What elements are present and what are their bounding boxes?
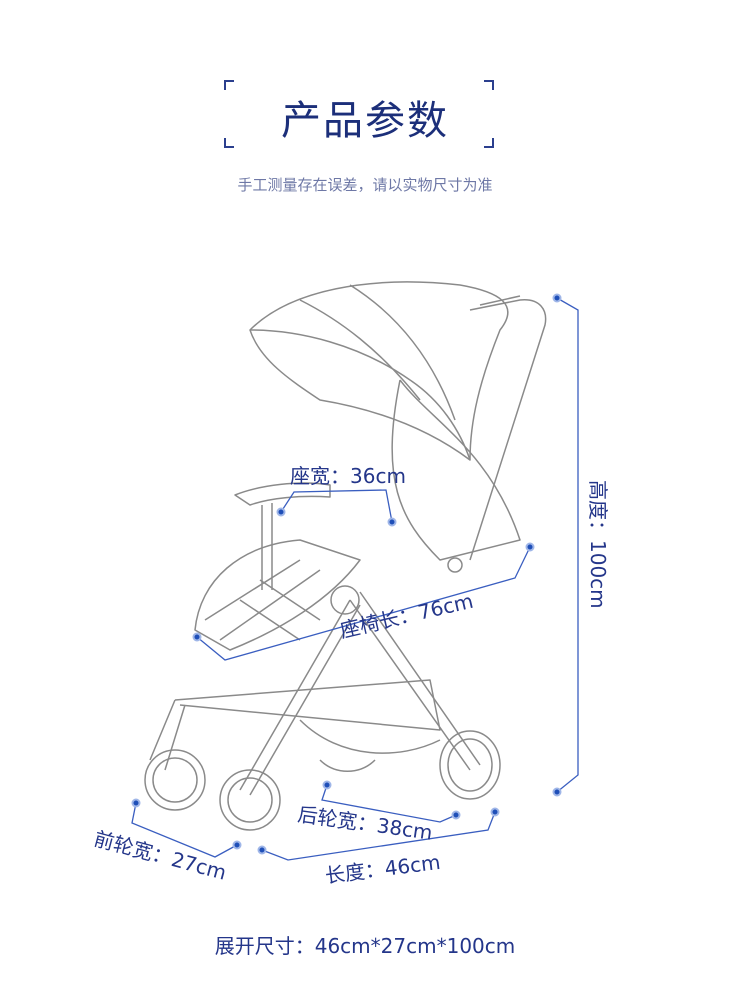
- height-label: 高度：100cm: [586, 480, 610, 609]
- front-wheel-line: [131, 802, 238, 858]
- height-line: [556, 297, 579, 793]
- frame-corner-bottom-right: [484, 138, 494, 148]
- measurement-note: 手工测量存在误差，请以实物尺寸为准: [237, 176, 493, 194]
- length-line: [261, 811, 496, 861]
- dimension-lines: [131, 297, 579, 861]
- seat-width-line: [280, 489, 393, 523]
- frame-corner-top-left: [224, 80, 234, 90]
- page-title: 产品参数: [281, 98, 449, 144]
- rear-wheel-line: [321, 784, 457, 823]
- seat-width-label: 座宽：36cm: [290, 464, 406, 488]
- seat-length-line: [196, 546, 531, 661]
- dimension-dots: [131, 293, 562, 855]
- unfolded-size: 展开尺寸：46cm*27cm*100cm: [214, 934, 516, 958]
- frame-corner-top-right: [484, 80, 494, 90]
- frame-corner-bottom-left: [224, 138, 234, 148]
- stroller-outline: [144, 281, 547, 831]
